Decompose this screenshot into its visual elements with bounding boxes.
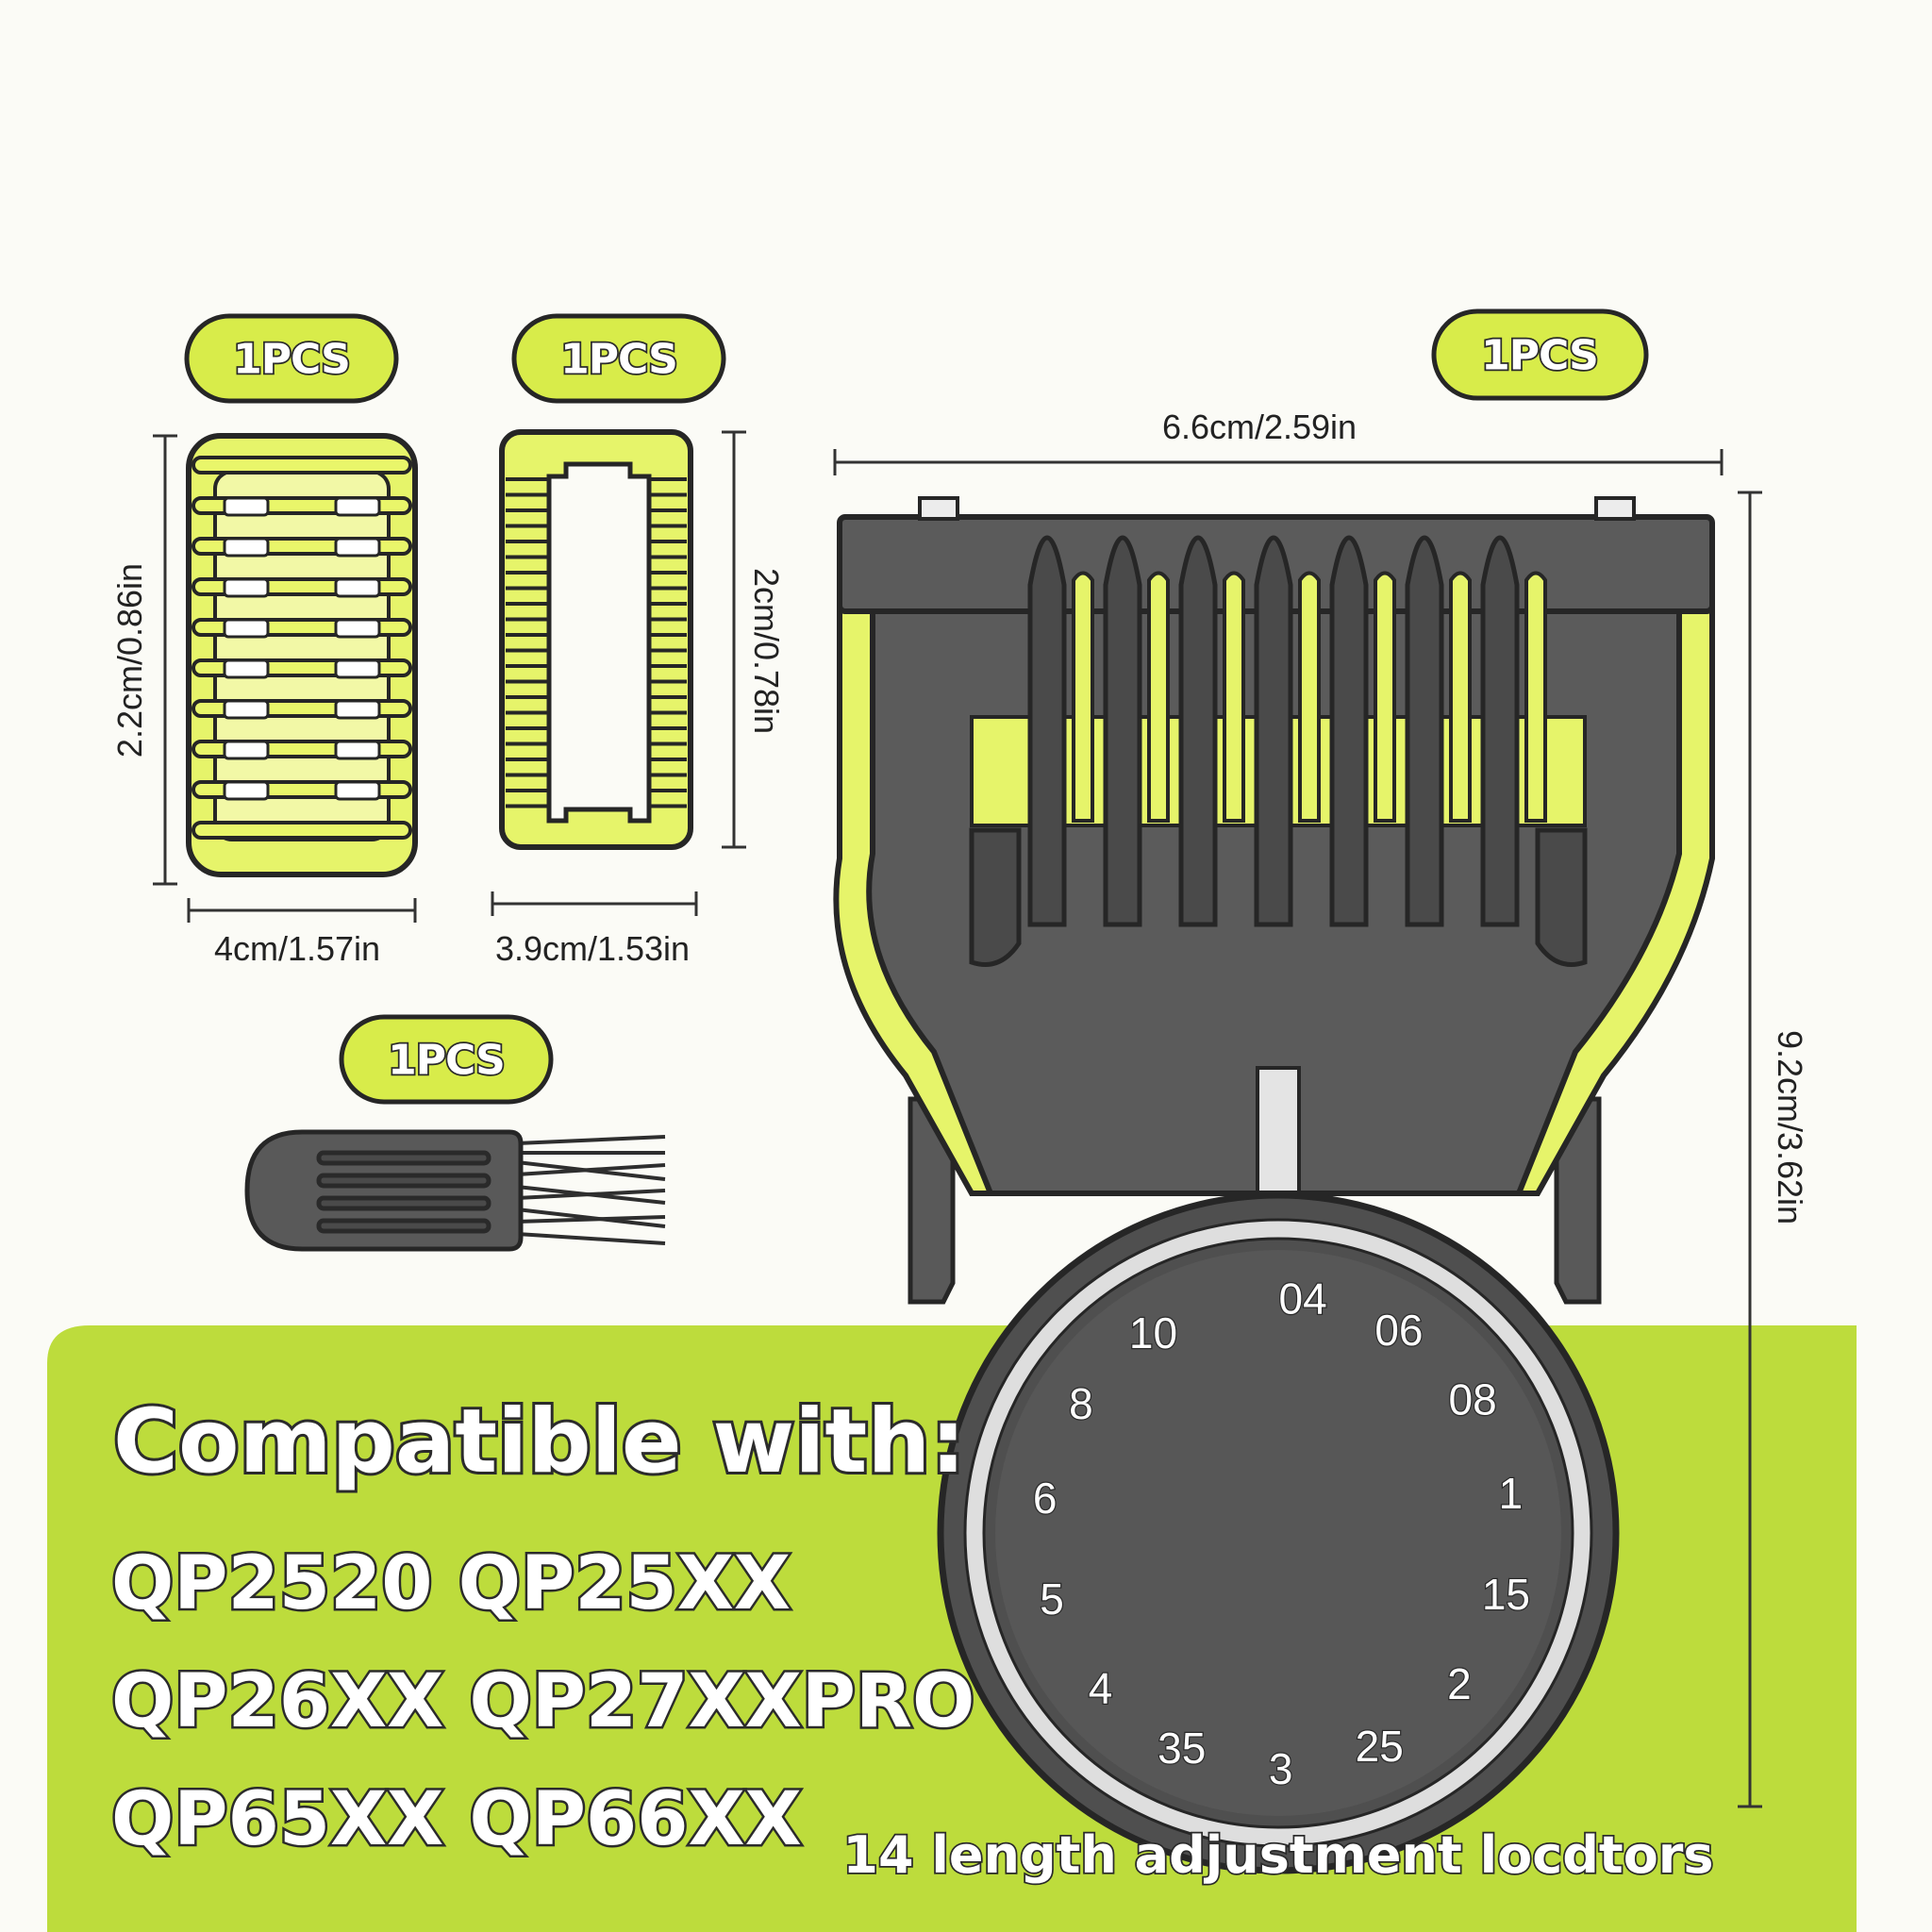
dial-indicator [1256,1066,1301,1194]
comb-slot [334,740,381,760]
guide-tooth-highlight [1524,571,1547,823]
qty-label: 1PCS [233,336,350,384]
compat-models-3: QP65XX QP66XX [111,1777,802,1862]
guide-tooth [1027,535,1067,927]
qty-pill [184,313,399,404]
dial-label: 8 [1069,1379,1093,1428]
dial-label: 10 [1129,1308,1177,1357]
comb-slot [334,658,381,679]
comb-slot [223,496,270,517]
comb-rib [192,456,412,475]
guide-tooth [1535,827,1588,967]
qty-pill [511,313,726,404]
guide-tooth [1329,535,1369,927]
qty-pill [339,1014,554,1105]
comb-slot [223,780,270,801]
qty-label: 1PCS [388,1037,505,1085]
dial-label: 1 [1499,1469,1524,1518]
brush-item: 1PCS [244,1014,666,1252]
comb-slot [334,618,381,639]
guide-comb-item: 1PCS 6.6cm/2.59in 9.2cm/3.62in [833,308,1809,1808]
comb-slot [334,699,381,720]
dial-label: 08 [1449,1375,1497,1424]
comb-slot [223,740,270,760]
height-label: 9.2cm/3.62in [1771,1030,1809,1224]
guide-tooth-highlight [1298,571,1321,823]
height-label: 2.2cm/0.86in [110,563,149,758]
guide-tooth-highlight [1147,571,1170,823]
guide-tooth [1103,535,1142,927]
comb-slot [334,780,381,801]
comb-rib [192,821,412,840]
qty-pill [1431,308,1649,401]
width-label: 4cm/1.57in [214,929,380,968]
width-label: 3.9cm/1.53in [495,929,690,968]
guide-tooth-highlight [1072,571,1094,823]
qty-label: 1PCS [1481,332,1598,380]
dial-label: 35 [1158,1724,1206,1773]
comb-slot [334,577,381,598]
dial-label: 6 [1033,1474,1058,1523]
width-label: 6.6cm/2.59in [1162,408,1357,446]
dial-label: 4 [1089,1663,1113,1712]
comb-slot [223,577,270,598]
dial-label: 3 [1269,1744,1293,1793]
compat-models-1: QP2520 QP25XX [111,1541,791,1626]
comb-rect-item: 1PCS 2cm/0.78in 3.9cm/1.53in [491,313,786,968]
dial-label: 06 [1374,1306,1423,1355]
dial-label: 04 [1279,1274,1327,1323]
comb-slot [223,537,270,558]
cleaning-brush-icon [244,1129,666,1252]
dial-label: 2 [1447,1659,1472,1708]
guide-tooth [1254,535,1293,927]
height-label: 2cm/0.78in [747,568,786,734]
comb-slot [223,699,270,720]
comb-slot [223,618,270,639]
guide-tooth [1178,535,1218,927]
comb-slot [223,658,270,679]
dial-label: 15 [1482,1570,1530,1619]
compat-models-2: QP26XX QP27XXPRO [111,1659,974,1744]
compat-title: Compatible with: [113,1391,966,1493]
length-locators-note: 14 length adjustment locdtors [842,1825,1713,1885]
compatibility-block: Compatible with: QP2520 QP25XX QP26XX QP… [109,1388,977,1865]
guide-tooth [1405,535,1444,927]
length-dial: 04 06 081 152 25 3 35 45 68 10 [937,1066,1620,1874]
comb-round-item: 1PCS 2.2cm/0.86in 4cm/1.57in [110,313,418,968]
qty-label: 1PCS [560,336,677,384]
guide-tooth-highlight [1374,571,1396,823]
guide-tooth-highlight [1449,571,1472,823]
comb-slot [334,537,381,558]
comb-slot [334,496,381,517]
guide-tooth-highlight [1223,571,1245,823]
dial-label: 25 [1356,1722,1404,1771]
guide-tooth [969,827,1022,967]
guide-tooth [1480,535,1520,927]
dial-label: 5 [1040,1574,1064,1624]
